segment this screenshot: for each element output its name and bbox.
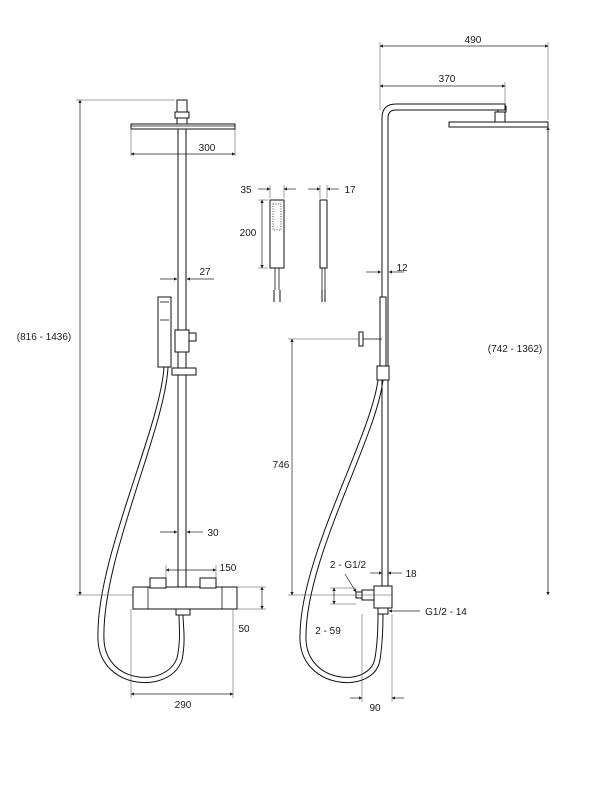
outlet-height-label: 746 xyxy=(273,460,290,471)
handshower-depth-label: 17 xyxy=(344,185,356,196)
inlet-spacing-label: 2 - 59 xyxy=(315,626,341,637)
front-shower-head xyxy=(130,123,236,130)
handshower-side xyxy=(319,199,328,269)
handshower-width-label: 35 xyxy=(240,185,252,196)
side-hose xyxy=(299,379,384,683)
column-height-label: (742 - 1362) xyxy=(488,344,542,355)
handshower-height-label: 200 xyxy=(240,228,257,239)
side-shower-head xyxy=(448,121,549,128)
front-hose xyxy=(97,366,185,683)
thermostat-width-label: 150 xyxy=(220,563,237,574)
total-projection-label: 490 xyxy=(465,35,482,46)
front-view xyxy=(97,99,238,683)
handshower-detail: 35 17 200 xyxy=(240,185,356,302)
wall-offset-label: 18 xyxy=(405,569,417,580)
head-width-label: 300 xyxy=(199,143,216,154)
front-hand-shower xyxy=(157,296,172,368)
side-thermostat xyxy=(373,585,393,609)
pipe-spacing-label: 27 xyxy=(199,267,211,278)
side-view xyxy=(299,103,549,683)
side-arm xyxy=(381,103,506,591)
front-thermostat xyxy=(132,586,238,610)
outlet-thread-label: G1/2 - 14 xyxy=(425,607,467,618)
side-dimensions: 490 370 12 (742 - 1362) 746 2 - G1/2 18 … xyxy=(273,35,550,714)
depth-label: 90 xyxy=(369,703,381,714)
thermostat-height-label: 50 xyxy=(238,624,250,635)
side-hand-shower xyxy=(379,296,387,368)
handshower-front xyxy=(269,199,285,269)
inlet-thread-label: 2 - G1/2 xyxy=(330,560,367,571)
front-column xyxy=(177,128,187,591)
pipe-diameter-label: 12 xyxy=(396,263,408,274)
bar-spacing-label: 30 xyxy=(207,528,219,539)
hose-width-label: 290 xyxy=(175,700,192,711)
total-height-label: (816 - 1436) xyxy=(17,332,71,343)
front-dimensions: (816 - 1436) 300 27 30 150 50 290 xyxy=(14,99,266,711)
arm-projection-label: 370 xyxy=(439,74,456,85)
